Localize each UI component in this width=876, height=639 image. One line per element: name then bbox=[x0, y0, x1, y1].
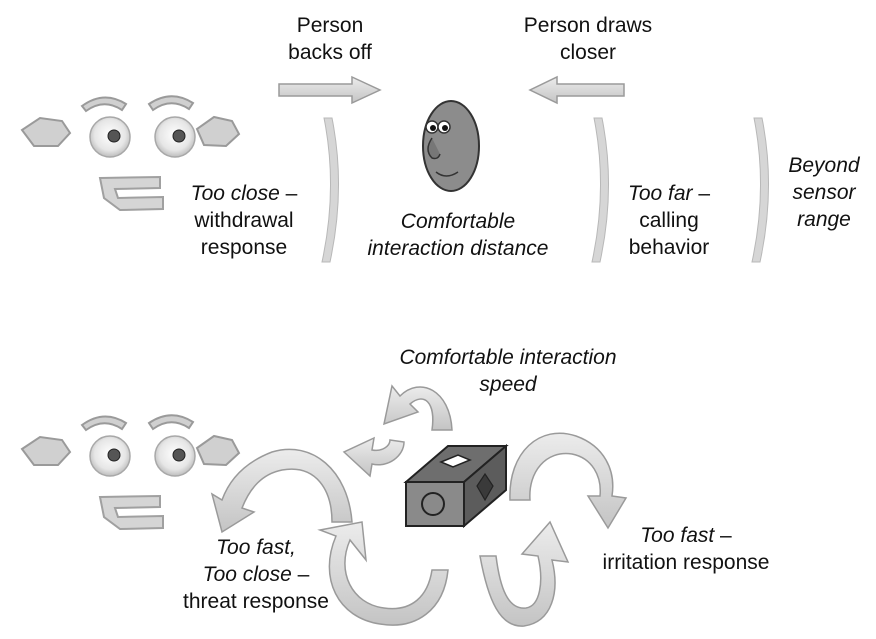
label-line: Person bbox=[296, 14, 364, 37]
label-line: closer bbox=[559, 41, 617, 64]
label-line: calling bbox=[639, 209, 699, 232]
label-too-fast-too-close: Too fast, Too close – threat response bbox=[166, 534, 346, 615]
label-beyond-sensor-range: Beyond sensor range bbox=[776, 152, 872, 233]
label-too-far: Too far – calling behavior bbox=[604, 180, 734, 261]
label-line: Comfortable bbox=[400, 210, 516, 233]
robot-eyebrow-right-icon bbox=[147, 414, 195, 431]
robot-face-top bbox=[20, 95, 241, 212]
label-line: response bbox=[200, 236, 288, 259]
robot-eyebrow-left-icon bbox=[80, 96, 128, 113]
label-person-backs-off: Person backs off bbox=[266, 12, 394, 66]
label-dash: – bbox=[291, 563, 310, 586]
label-line: range bbox=[797, 208, 851, 231]
cube-icon bbox=[403, 443, 509, 529]
label-line: Too far – bbox=[604, 180, 734, 207]
robot-ear-right-icon bbox=[195, 434, 241, 467]
label-person-draws-closer: Person draws closer bbox=[498, 12, 678, 66]
label-dash: – bbox=[279, 182, 298, 205]
label-line: irritation response bbox=[602, 551, 770, 574]
label-too-fast-irritation: Too fast – irritation response bbox=[566, 522, 806, 576]
robot-face-bottom bbox=[20, 414, 241, 531]
robot-eyebrow-right-icon bbox=[147, 95, 195, 112]
arrow-loop-left-icon bbox=[210, 448, 353, 534]
label-line: Too fast, bbox=[216, 536, 296, 559]
arrow-right-icon bbox=[278, 75, 382, 105]
label-emphasis: Too close bbox=[202, 563, 292, 586]
robot-ear-left-icon bbox=[20, 435, 72, 466]
zone-divider-far bbox=[591, 117, 610, 263]
robot-eyebrow-left-icon bbox=[80, 415, 128, 432]
robot-mouth-icon bbox=[98, 494, 164, 531]
label-line: behavior bbox=[628, 236, 710, 259]
label-line: sensor bbox=[792, 181, 856, 204]
arrow-loop-right-icon bbox=[509, 432, 628, 530]
arrow-left-icon bbox=[528, 75, 625, 105]
label-line: Too fast – bbox=[566, 522, 806, 549]
robot-ear-left-icon bbox=[20, 116, 72, 147]
arrow-loop-top-icon bbox=[342, 384, 453, 478]
label-line: withdrawal bbox=[194, 209, 294, 232]
label-line: Beyond bbox=[788, 154, 860, 177]
person-figure-icon bbox=[422, 100, 480, 192]
label-dash: – bbox=[692, 182, 711, 205]
label-line: Comfortable interaction bbox=[399, 346, 617, 369]
label-line: interaction distance bbox=[367, 237, 549, 260]
label-emphasis: Too far bbox=[627, 182, 693, 205]
label-line: Too close – bbox=[166, 561, 346, 588]
robot-mouth-icon bbox=[98, 175, 164, 212]
label-comfortable-distance: Comfortable interaction distance bbox=[340, 208, 576, 262]
zone-divider-near bbox=[321, 117, 340, 263]
zone-divider-sensor bbox=[751, 117, 770, 263]
label-line: Person draws bbox=[523, 14, 653, 37]
label-emphasis: Too close bbox=[190, 182, 280, 205]
label-line: Too close – bbox=[164, 180, 324, 207]
label-line: backs off bbox=[288, 41, 372, 64]
arrow-loop-bottom-icon bbox=[317, 520, 570, 627]
label-emphasis: Too fast bbox=[640, 524, 715, 547]
label-dash: – bbox=[714, 524, 732, 547]
label-line: speed bbox=[479, 373, 537, 396]
label-comfortable-speed: Comfortable interaction speed bbox=[360, 344, 656, 398]
robot-ear-right-icon bbox=[195, 115, 241, 148]
label-too-close: Too close – withdrawal response bbox=[164, 180, 324, 261]
label-line: threat response bbox=[183, 590, 329, 613]
